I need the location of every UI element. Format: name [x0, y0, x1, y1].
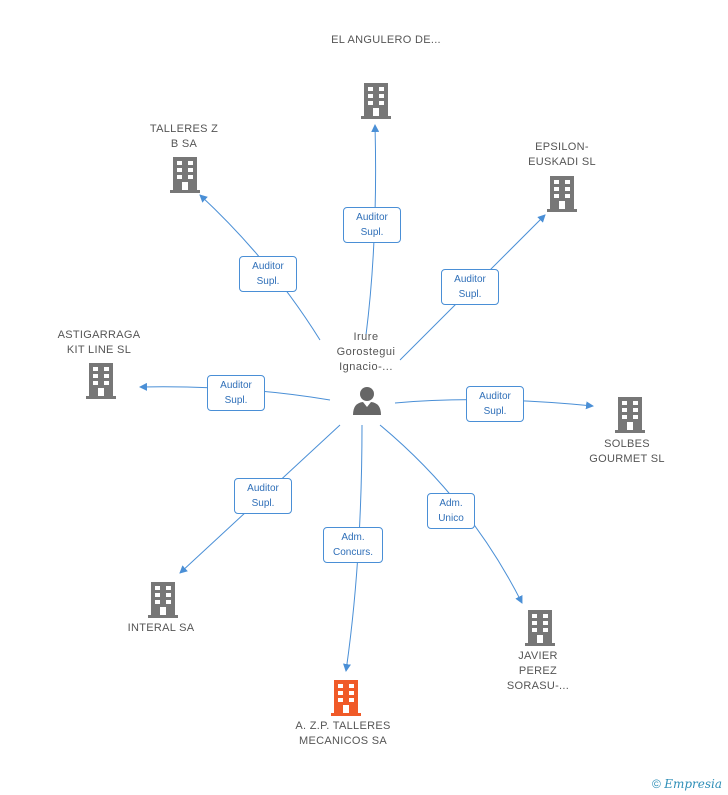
role-label[interactable]: Auditor Supl.	[247, 483, 279, 509]
company-name-solbes[interactable]: SOLBES GOURMET SL	[589, 438, 665, 465]
role-label[interactable]: Auditor Supl.	[454, 274, 486, 300]
company-label-epsilon[interactable]: EPSILON-EUSKADI SL	[502, 140, 622, 170]
building-icon[interactable]	[361, 83, 391, 119]
brand-logo: Empresia	[664, 777, 722, 791]
company-name-angulero[interactable]: EL ANGULERO DE...	[331, 34, 441, 46]
person-label[interactable]: Irure Gorostegui Ignacio-...	[306, 330, 426, 375]
role-label[interactable]: Adm. Concurs.	[332, 532, 373, 558]
building-icon[interactable]	[547, 176, 577, 212]
company-label-solbes[interactable]: SOLBES GOURMET SL	[567, 437, 687, 467]
company-name-interal[interactable]: INTERAL SA	[127, 622, 195, 634]
role-label[interactable]: Auditor Supl.	[356, 212, 388, 238]
company-label-interal[interactable]: INTERAL SA	[101, 621, 221, 636]
building-icon-highlighted[interactable]	[331, 680, 361, 716]
company-name-javier[interactable]: JAVIER PEREZ SORASU-...	[506, 650, 570, 692]
role-label[interactable]: Adm. Unico	[438, 498, 464, 524]
company-name-astigarraga[interactable]: ASTIGARRAGA KIT LINE SL	[57, 329, 141, 356]
role-box-auditor-supl[interactable]: Auditor Supl.	[441, 269, 499, 305]
company-label-angulero[interactable]: EL ANGULERO DE...	[326, 33, 446, 48]
company-label-astigarraga[interactable]: ASTIGARRAGA KIT LINE SL	[39, 328, 159, 358]
building-icon[interactable]	[615, 397, 645, 433]
building-icon[interactable]	[86, 363, 116, 399]
building-icon[interactable]	[170, 157, 200, 193]
role-label[interactable]: Auditor Supl.	[479, 391, 511, 417]
company-name-epsilon[interactable]: EPSILON-EUSKADI SL	[528, 141, 596, 168]
building-icon[interactable]	[525, 610, 555, 646]
footer-branding: © Empresia	[652, 777, 722, 791]
building-icon[interactable]	[148, 582, 178, 618]
person-icon[interactable]	[351, 385, 383, 417]
role-box-adm-concurs[interactable]: Adm. Concurs.	[323, 527, 383, 563]
role-box-auditor-supl[interactable]: Auditor Supl.	[234, 478, 292, 514]
role-box-auditor-supl[interactable]: Auditor Supl.	[239, 256, 297, 292]
company-label-azp[interactable]: A. Z.P. TALLERES MECANICOS SA	[283, 719, 403, 749]
person-name[interactable]: Irure Gorostegui Ignacio-...	[336, 331, 396, 373]
role-box-auditor-supl[interactable]: Auditor Supl.	[207, 375, 265, 411]
role-box-auditor-supl[interactable]: Auditor Supl.	[343, 207, 401, 243]
copyright-symbol: ©	[652, 777, 661, 791]
company-label-javier[interactable]: JAVIER PEREZ SORASU-...	[478, 649, 598, 694]
company-label-talleres-z[interactable]: TALLERES Z B SA	[124, 122, 244, 152]
role-box-auditor-supl[interactable]: Auditor Supl.	[466, 386, 524, 422]
role-label[interactable]: Auditor Supl.	[220, 380, 252, 406]
role-box-adm-unico[interactable]: Adm. Unico	[427, 493, 475, 529]
role-label[interactable]: Auditor Supl.	[252, 261, 284, 287]
company-name-talleres-z[interactable]: TALLERES Z B SA	[149, 123, 219, 150]
company-name-azp[interactable]: A. Z.P. TALLERES MECANICOS SA	[295, 720, 391, 747]
